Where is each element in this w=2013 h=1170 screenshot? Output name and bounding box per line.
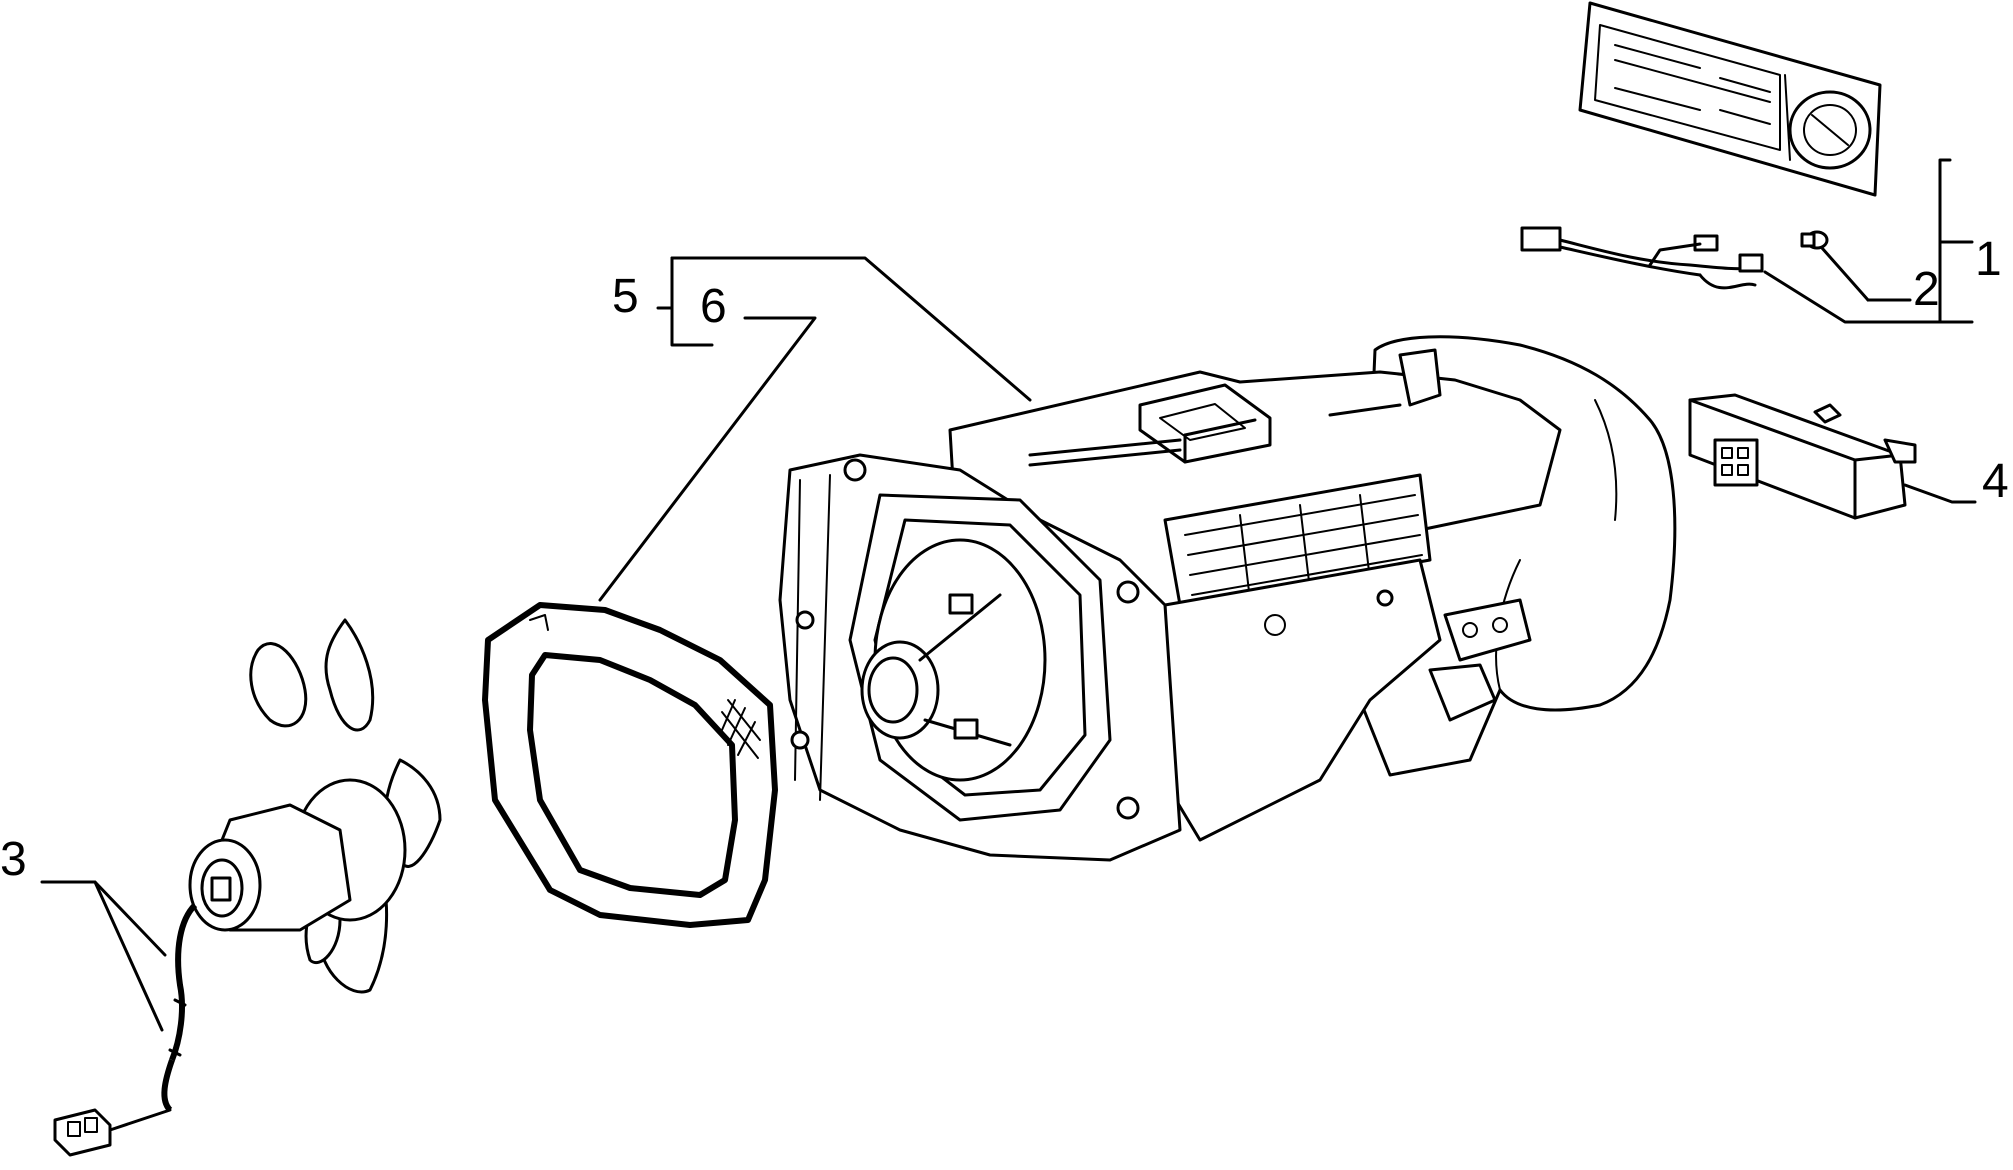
wiring-harness-part (1520, 226, 1764, 290)
heater-housing-part (778, 335, 1677, 862)
callout-6: 6 (700, 280, 727, 333)
callout-labels: 1 2 3 4 5 6 (0, 233, 2009, 886)
control-panel-part (1578, 1, 1882, 197)
gasket-hatch (721, 699, 761, 759)
resistor-part (1688, 393, 1917, 520)
callout-3: 3 (0, 833, 27, 886)
blower-motor-part (53, 618, 442, 1157)
callout-2: 2 (1913, 263, 1940, 316)
seal-gasket-part (482, 602, 778, 928)
bulb-part (1800, 230, 1829, 250)
callout-4: 4 (1982, 455, 2009, 508)
housing-grille (1184, 494, 1423, 601)
callout-5: 5 (612, 270, 639, 323)
leader-lines (40, 158, 1977, 1032)
callout-1: 1 (1975, 233, 2002, 286)
